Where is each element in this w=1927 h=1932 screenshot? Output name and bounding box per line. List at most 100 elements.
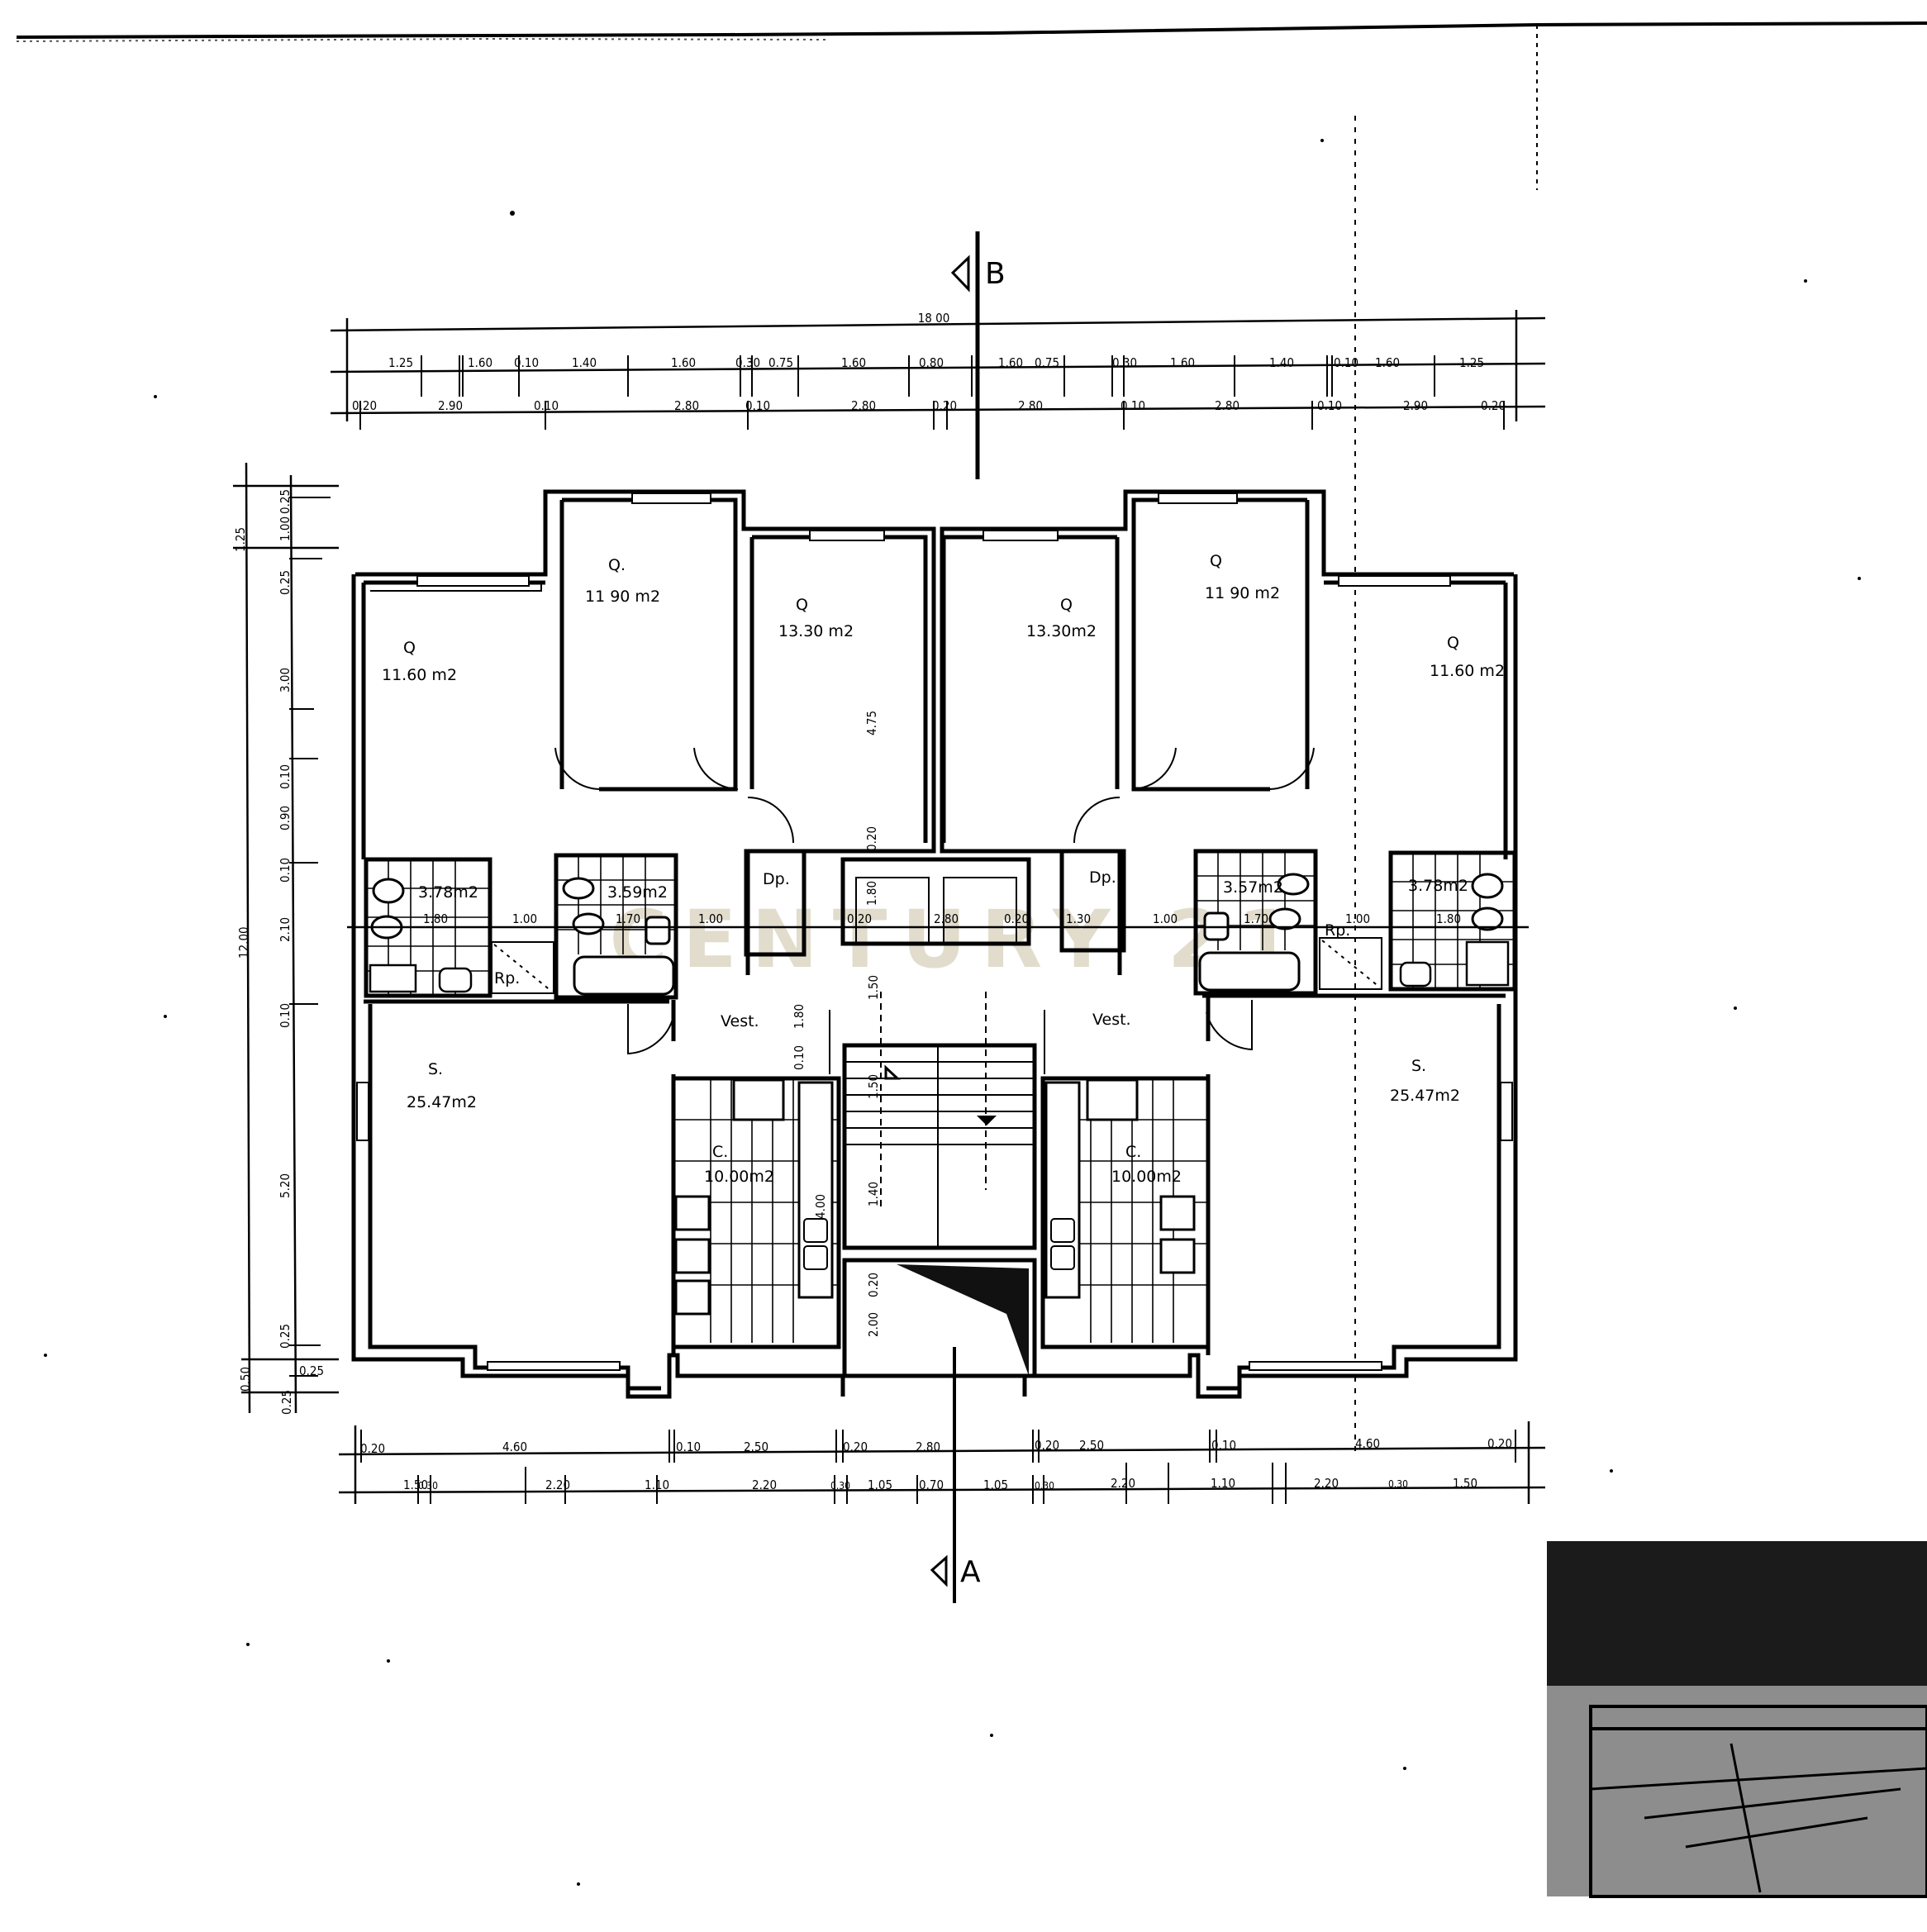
dim-label: 2.80 bbox=[1215, 398, 1239, 413]
room-right-q1-area: 11.60 m2 bbox=[1430, 662, 1505, 680]
dim-label: 0.20 bbox=[1487, 1436, 1512, 1451]
room-right-living-code: S. bbox=[1411, 1057, 1426, 1075]
dim-label: 0.10 bbox=[1211, 1438, 1236, 1453]
room-right-bath2-area: 3.57m2 bbox=[1223, 878, 1283, 897]
room-left-dp: Dp. bbox=[763, 870, 790, 888]
dim-label: 1.10 bbox=[1211, 1476, 1235, 1491]
dim-label: 1.50 bbox=[866, 1074, 881, 1099]
dim-label: 1.25 bbox=[1459, 355, 1484, 370]
room-left-kitchen-code: C. bbox=[712, 1143, 728, 1161]
dim-label: 1.80 bbox=[792, 1004, 806, 1029]
dim-label: 1.50 bbox=[403, 1478, 428, 1492]
dim-label: 0.10 bbox=[534, 398, 559, 413]
dim-label: 4.60 bbox=[1355, 1436, 1380, 1451]
dim-label: 1.70 bbox=[1244, 911, 1268, 926]
bathroom-right-1 bbox=[1388, 850, 1517, 992]
dim-label: 2.10 bbox=[278, 917, 293, 942]
left-dimensions: 1.25 12.00 0.50 0.25 1.00 0.25 3.00 0.10… bbox=[233, 462, 339, 1415]
dim-label: 2.50 bbox=[744, 1439, 768, 1454]
dim-label: 1.40 bbox=[572, 355, 597, 370]
section-b-label: B bbox=[985, 257, 1006, 291]
dim-label: 0.20 bbox=[1035, 1438, 1059, 1453]
dim-label: 2.80 bbox=[1018, 398, 1043, 413]
dim-label: 0.25 bbox=[278, 489, 293, 514]
dim-label: 1.00 bbox=[512, 911, 537, 926]
dim-label: 2.00 bbox=[866, 1312, 881, 1337]
dim-label: 1.40 bbox=[866, 1182, 881, 1206]
dim-label: 1.00 bbox=[698, 911, 723, 926]
watermark-text: CENTURY 21 bbox=[609, 893, 1307, 986]
room-right-dp: Dp. bbox=[1089, 868, 1116, 887]
dim-label: 4.75 bbox=[864, 711, 879, 735]
dim-label: 1.00 bbox=[1345, 911, 1370, 926]
dim-label: 1.80 bbox=[864, 881, 879, 906]
dim-label: 4.60 bbox=[502, 1439, 527, 1454]
store-room-right bbox=[1319, 937, 1382, 990]
dim-label: 0.20 bbox=[352, 398, 377, 413]
room-left-q1-code: Q bbox=[403, 639, 416, 657]
dim-label: 1.30 bbox=[1066, 911, 1091, 926]
room-right-bath1-area: 3.78m2 bbox=[1408, 877, 1468, 895]
room-right-kitchen-code: C. bbox=[1125, 1143, 1141, 1161]
dim-label: 0.30 bbox=[1035, 1480, 1054, 1492]
dim-label: 2.20 bbox=[1111, 1476, 1135, 1491]
room-right-q2-area: 11 90 m2 bbox=[1205, 584, 1280, 602]
dim-label: 0.10 bbox=[278, 1003, 293, 1028]
room-right-kitchen-area: 10.00m2 bbox=[1111, 1168, 1182, 1186]
dim-label: 1.70 bbox=[616, 911, 640, 926]
dim-label: 1.00 bbox=[1153, 911, 1178, 926]
dim-label: 1.60 bbox=[468, 355, 492, 370]
dim-label: 1.25 bbox=[233, 527, 248, 552]
dim-label: 1.25 bbox=[388, 355, 413, 370]
dim-label: 0.30 bbox=[1112, 355, 1137, 370]
dim-label: 2.20 bbox=[1314, 1476, 1339, 1491]
dim-label: 0.30 bbox=[418, 1480, 438, 1492]
dim-label: 2.20 bbox=[545, 1478, 570, 1492]
dim-label: 3.00 bbox=[278, 668, 293, 692]
dim-label: 0.20 bbox=[866, 1273, 881, 1297]
building-walls bbox=[351, 489, 1518, 1399]
dim-label: 2.80 bbox=[916, 1439, 940, 1454]
interior-walls bbox=[364, 747, 1506, 1355]
dim-label: 2.80 bbox=[851, 398, 876, 413]
room-right-vest: Vest. bbox=[1092, 1011, 1131, 1029]
dim-label: 1.80 bbox=[1436, 911, 1461, 926]
room-left-vest: Vest. bbox=[721, 1012, 759, 1030]
dim-label: 0.10 bbox=[1317, 398, 1342, 413]
top-dimensions: 18 00 1.25 1.60 0.10 1.40 1.60 0.30 0.75… bbox=[330, 310, 1546, 430]
room-left-q2-code: Q. bbox=[608, 556, 626, 574]
dim-label: 0.90 bbox=[278, 806, 293, 830]
dim-label: 0.75 bbox=[1035, 355, 1059, 370]
closets bbox=[744, 849, 1126, 957]
dim-label: 1.05 bbox=[868, 1478, 892, 1492]
dim-label: 1.60 bbox=[1170, 355, 1195, 370]
left-overall-dim: 12.00 bbox=[236, 926, 251, 959]
dim-label: 1.60 bbox=[671, 355, 696, 370]
room-left-bath1-area: 3.78m2 bbox=[418, 883, 478, 902]
room-left-living-code: S. bbox=[428, 1060, 443, 1078]
room-right-rp: Rp. bbox=[1325, 921, 1350, 940]
dim-label: 1.05 bbox=[983, 1478, 1008, 1492]
room-right-living-area: 25.47m2 bbox=[1390, 1087, 1460, 1105]
dim-label: 0.10 bbox=[278, 764, 293, 789]
room-right-q1-code: Q bbox=[1447, 634, 1459, 652]
bathroom-left-2 bbox=[554, 853, 678, 1000]
room-left-q2-area: 11 90 m2 bbox=[585, 588, 660, 606]
section-marker-a: A bbox=[930, 1463, 981, 1603]
room-left-kitchen-area: 10.00m2 bbox=[704, 1168, 774, 1186]
dim-label: 2.90 bbox=[438, 398, 463, 413]
dim-label: 1.40 bbox=[1269, 355, 1294, 370]
room-left-q3-area: 13.30 m2 bbox=[778, 622, 854, 640]
dim-label: 0.25 bbox=[279, 1390, 294, 1415]
room-left-bath2-area: 3.59m2 bbox=[607, 883, 668, 902]
dim-label: 1.60 bbox=[841, 355, 866, 370]
room-left-q3-code: Q bbox=[796, 596, 808, 614]
dim-label: 0.10 bbox=[1334, 355, 1358, 370]
dim-label: 1.50 bbox=[866, 975, 881, 1000]
dim-label: 0.20 bbox=[932, 398, 957, 413]
dim-label: 0.80 bbox=[919, 355, 944, 370]
dim-label: 2.50 bbox=[1079, 1438, 1104, 1453]
bathroom-right-2 bbox=[1193, 849, 1318, 996]
kitchen-right bbox=[1040, 1076, 1211, 1349]
dim-label: 5.20 bbox=[278, 1173, 293, 1198]
